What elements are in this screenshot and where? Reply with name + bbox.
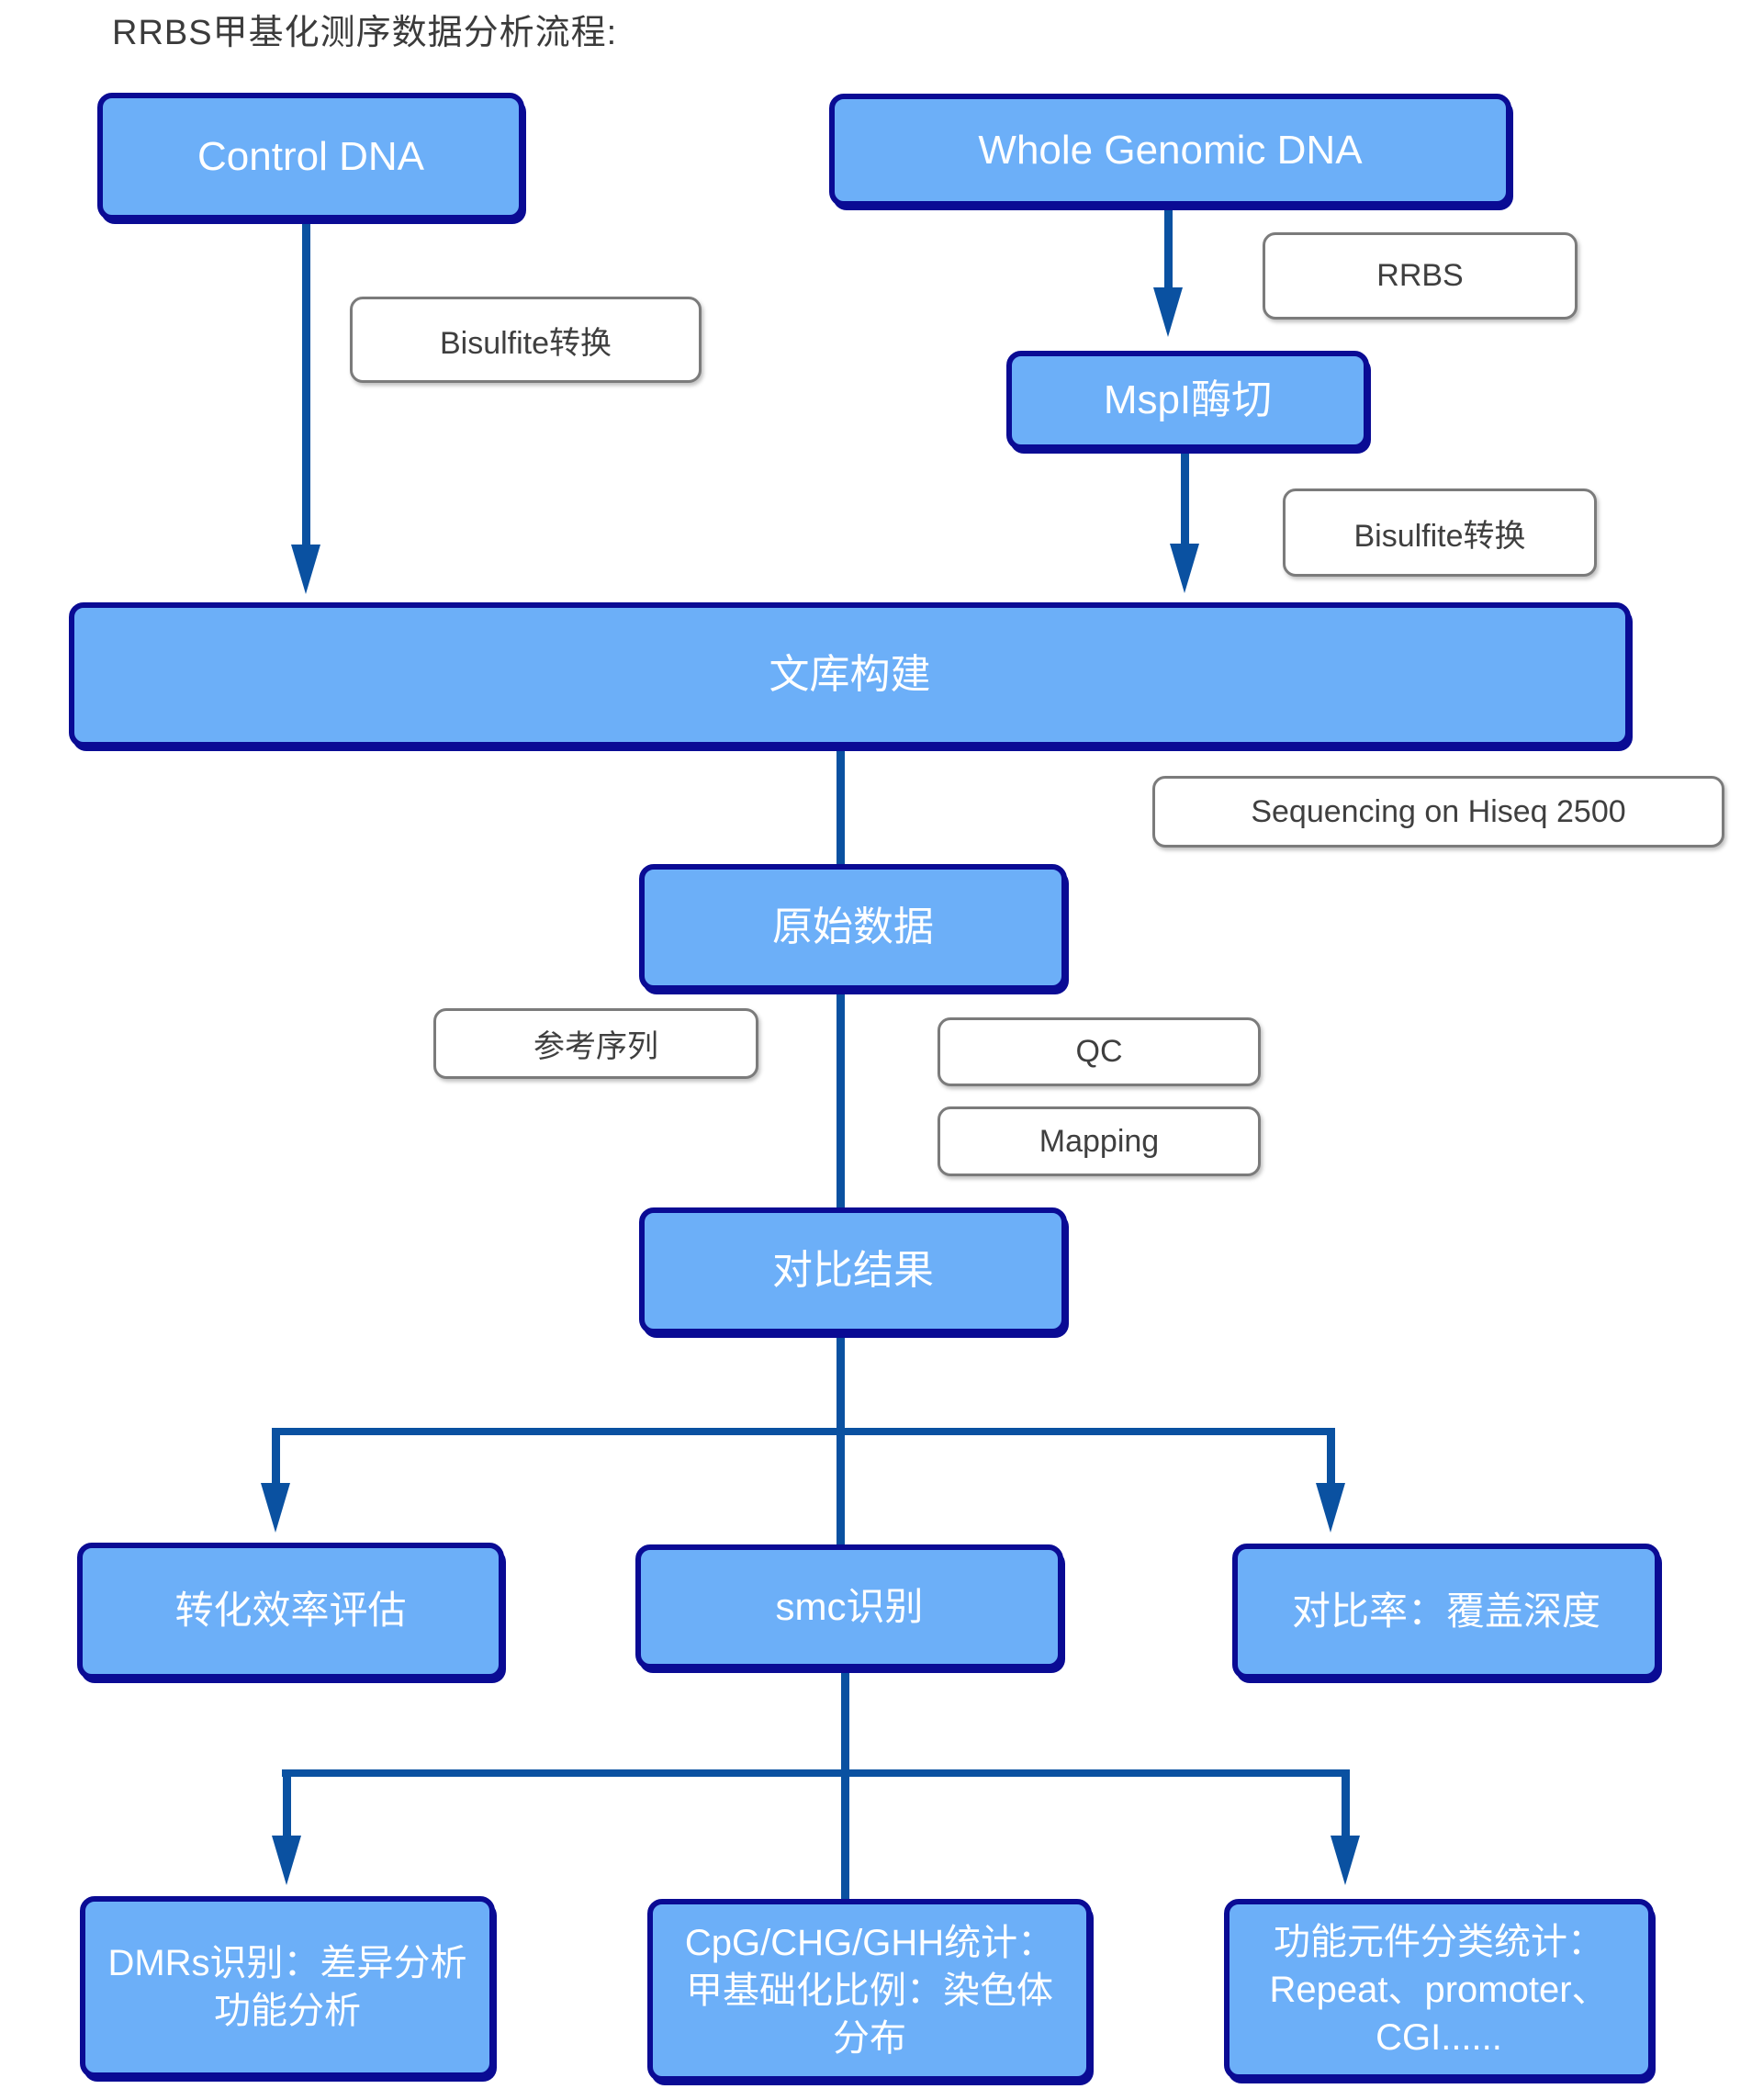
connector-wgd-to-mspi [1164,207,1173,289]
connector-alignment-to-branch1 [837,1334,845,1432]
node-cpg-stats: CpG/CHG/GHH统计： 甲基础化比例：染色体 分布 [647,1899,1092,2082]
label-reference-sequence: 参考序列 [433,1008,758,1079]
arrow-down-icon [1316,1483,1345,1533]
arrow-down-icon [1331,1836,1360,1885]
node-conversion-efficiency: 转化效率评估 [77,1543,504,1679]
connector-branch2-left [283,1769,291,1837]
arrow-down-icon [261,1483,290,1533]
connector-library-to-rawdata [837,747,845,864]
branch1-horizontal-line [274,1428,1334,1435]
node-dmrs: DMRs识别：差异分析 功能分析 [80,1896,495,2078]
node-functional-elements: 功能元件分类统计： Repeat、promoter、 CGI...... [1224,1899,1654,2080]
node-alignment-result: 对比结果 [639,1207,1067,1334]
node-library-construction: 文库构建 [69,602,1631,747]
node-mspi-digestion: MspI酶切 [1006,351,1369,450]
arrow-down-icon [1153,287,1183,337]
connector-control-to-library [302,220,310,546]
arrow-down-icon [291,545,320,594]
label-bisulfite-conversion-left: Bisulfite转换 [350,297,702,383]
label-bisulfite-conversion-right: Bisulfite转换 [1283,489,1597,577]
node-smc-identification: smc识别 [635,1544,1063,1669]
connector-branch1-right [1327,1428,1335,1485]
arrow-down-icon [272,1836,301,1885]
node-raw-data: 原始数据 [639,864,1067,991]
label-qc: QC [938,1017,1261,1086]
connector-branch2-right [1342,1769,1350,1837]
branch2-horizontal-line [282,1769,1349,1777]
connector-smc-to-branch2 [841,1669,849,1772]
node-control-dna: Control DNA [97,93,524,220]
page-title: RRBS甲基化测序数据分析流程: [112,14,618,52]
node-alignment-rate: 对比率：覆盖深度 [1232,1544,1660,1679]
arrow-down-icon [1170,544,1199,593]
connector-branch2-to-cpg [841,1777,849,1899]
connector-mspi-to-library [1181,450,1189,545]
label-mapping: Mapping [938,1106,1261,1176]
connector-rawdata-to-alignment [837,991,845,1207]
node-whole-genomic-dna: Whole Genomic DNA [829,94,1511,207]
label-rrbs: RRBS [1263,232,1578,320]
connector-branch1-left [272,1428,280,1485]
connector-branch1-to-smc [837,1435,845,1544]
label-sequencing-hiseq: Sequencing on Hiseq 2500 [1152,776,1724,848]
